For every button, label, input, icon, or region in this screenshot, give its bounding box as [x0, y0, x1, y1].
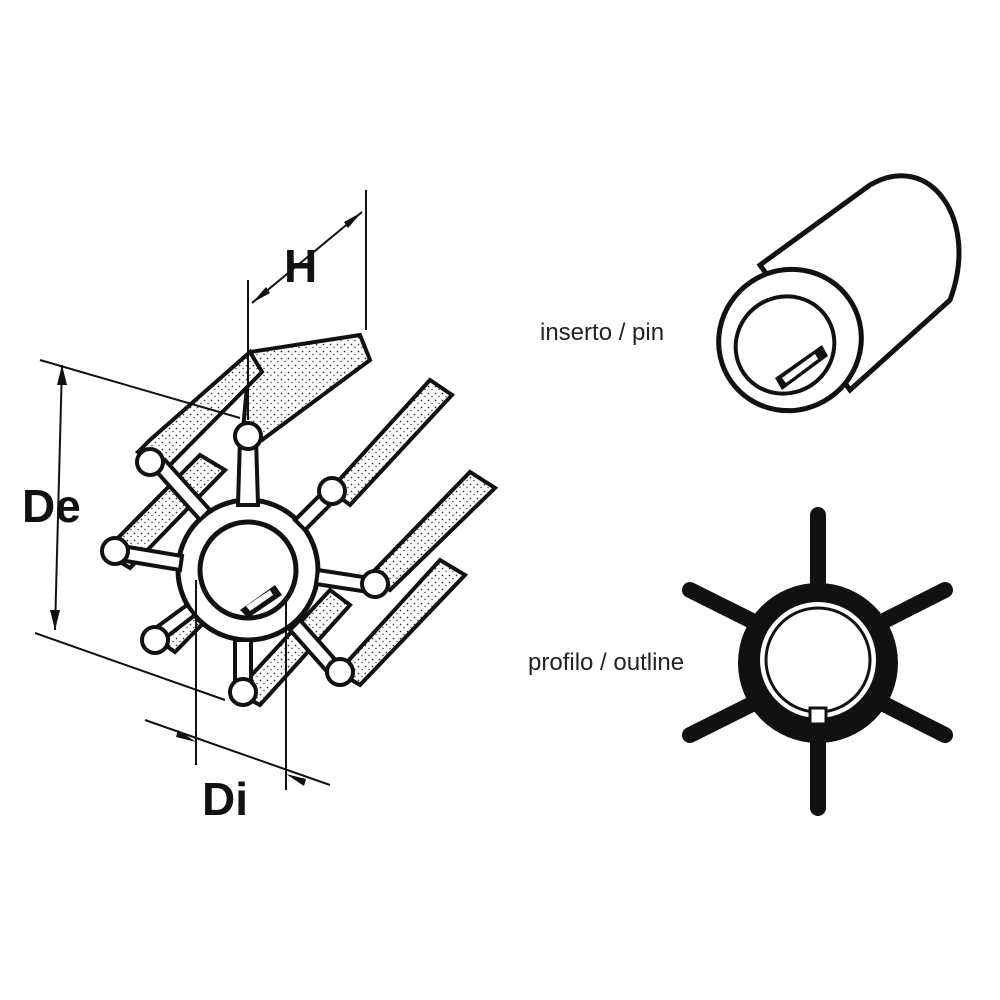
outline-hub-inner — [760, 602, 876, 718]
impeller-3d: H De Di — [22, 190, 499, 825]
spoke-upper-left — [152, 457, 213, 523]
h-dimension-line — [251, 211, 363, 304]
vane-top — [240, 332, 373, 443]
insert-body — [756, 173, 962, 394]
dimension-arrows — [50, 212, 362, 786]
hub-key-notch-inner — [246, 590, 273, 611]
insert-caption: inserto / pin — [540, 319, 664, 346]
impeller-spokes — [100, 421, 390, 707]
di-dimension-line — [144, 719, 331, 786]
outline-vanes — [682, 507, 953, 816]
outline-caption: profilo / outline — [528, 649, 684, 676]
de-extension-top — [39, 359, 241, 419]
vane-lower-right — [334, 557, 469, 688]
label-di: Di — [202, 773, 248, 825]
insert-pin-figure — [716, 173, 962, 414]
outline-key-notch — [808, 706, 828, 726]
dimension-lines — [34, 190, 367, 790]
de-dimension-line — [54, 364, 63, 631]
de-extension-bottom — [34, 632, 226, 701]
label-de: De — [22, 480, 81, 532]
outline-profile-figure — [682, 507, 953, 816]
hub-bore — [197, 519, 299, 621]
vane-upper-right — [327, 377, 456, 508]
label-h: H — [284, 240, 317, 292]
